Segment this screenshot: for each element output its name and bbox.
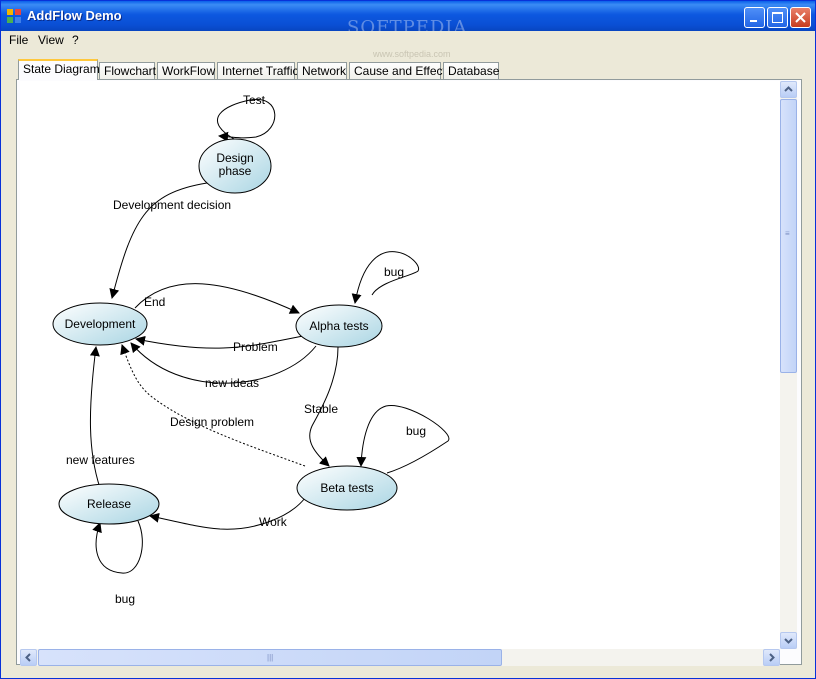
link-label-new-ideas: new ideas [205,376,259,390]
menu-help[interactable]: ? [72,33,79,47]
menu-view[interactable]: View [38,33,64,47]
link-problem[interactable] [135,335,304,349]
link-design-problem[interactable] [120,344,306,467]
vertical-scroll-thumb[interactable]: ≡ [780,99,797,373]
link-label-new-features: new features [66,453,135,467]
minimize-icon [750,20,757,22]
scroll-up-button[interactable] [780,81,797,98]
node-alpha-tests[interactable]: Alpha tests [295,304,383,348]
tab-cause-and-effect[interactable]: Cause and Effect [349,62,446,79]
state-diagram: Test Development decision End bug Proble… [52,93,450,606]
node-label-design-line1: Design [216,151,253,165]
tab-database[interactable]: Database [443,62,499,79]
arrow-down-icon [784,638,793,644]
maximize-button[interactable] [767,7,788,28]
diagram-canvas[interactable]: Test Development decision End bug Proble… [20,81,780,649]
close-icon [795,12,806,23]
link-bug-beta[interactable] [356,405,450,474]
horizontal-scrollbar[interactable]: ||| [20,649,780,666]
arrow-left-icon [25,653,31,662]
scroll-down-button[interactable] [780,632,797,649]
minimize-button[interactable] [744,7,765,28]
node-label-release: Release [87,497,131,511]
app-icon [7,9,21,23]
link-bug-release[interactable] [92,520,143,574]
tab-workflow[interactable]: WorkFlow [157,62,215,79]
node-design-phase[interactable]: Design phase [198,138,272,194]
scroll-left-button[interactable] [20,649,37,666]
node-release[interactable]: Release [58,483,160,525]
vertical-scrollbar[interactable]: ≡ [780,81,797,649]
close-button[interactable] [790,7,811,28]
link-development-decision[interactable] [109,182,208,299]
node-label-beta-tests: Beta tests [320,481,373,495]
link-label-problem: Problem [233,340,278,354]
link-label-bug-beta: bug [406,424,426,438]
node-beta-tests[interactable]: Beta tests [296,465,398,511]
node-label-development: Development [65,317,136,331]
node-development[interactable]: Development [52,302,148,346]
tab-state-diagram[interactable]: State Diagram [18,59,100,80]
tab-internet-traffic[interactable]: Internet Traffic [217,62,298,79]
link-label-design-problem: Design problem [170,415,254,429]
maximize-icon [772,12,783,23]
tab-flowchart[interactable]: Flowchart [99,62,156,79]
tab-page-state-diagram: Test Development decision End bug Proble… [16,79,802,666]
link-work[interactable] [149,497,306,530]
arrow-right-icon [769,653,775,662]
link-new-features[interactable] [89,346,101,489]
link-new-ideas[interactable] [130,342,317,384]
link-label-work: Work [259,515,288,529]
scroll-right-button[interactable] [763,649,780,666]
link-label-end: End [144,295,165,309]
node-label-alpha-tests: Alpha tests [309,319,368,333]
link-stable[interactable] [309,346,339,467]
title-bar[interactable]: AddFlow Demo SOFTPEDIA [1,1,815,38]
link-label-test: Test [243,93,266,107]
node-label-design-line2: phase [219,164,252,178]
link-label-bug-release: bug [115,592,135,606]
watermark-url: www.softpedia.com [373,49,451,59]
window-title: AddFlow Demo [27,8,122,23]
link-test[interactable] [217,98,276,142]
link-bug-alpha[interactable] [351,251,420,304]
menu-file[interactable]: File [9,33,29,47]
arrow-up-icon [784,86,793,92]
link-label-stable: Stable [304,402,338,416]
link-label-development-decision: Development decision [113,198,231,212]
horizontal-scroll-thumb[interactable]: ||| [38,649,502,666]
link-label-bug-alpha: bug [384,265,404,279]
tab-network[interactable]: Network [297,62,347,79]
menu-bar: File View ? [1,31,815,50]
link-end[interactable] [134,283,300,314]
